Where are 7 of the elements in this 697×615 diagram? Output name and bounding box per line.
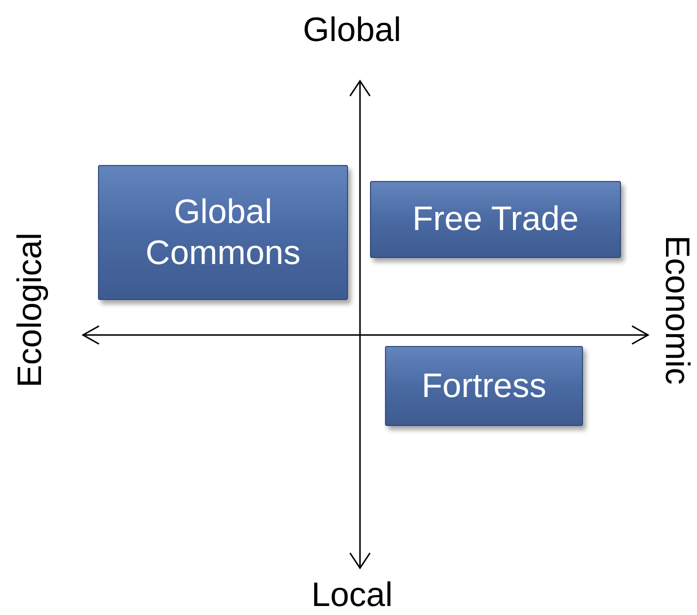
axis-label: Ecological <box>13 232 47 388</box>
axis-label: Global <box>302 13 402 47</box>
axis-label: Economic <box>660 235 694 385</box>
axis-label: Local <box>311 578 393 612</box>
quadrant-box: Global Commons <box>98 165 348 300</box>
quadrant-box: Free Trade <box>370 181 621 258</box>
quadrant-box: Fortress <box>385 346 583 426</box>
